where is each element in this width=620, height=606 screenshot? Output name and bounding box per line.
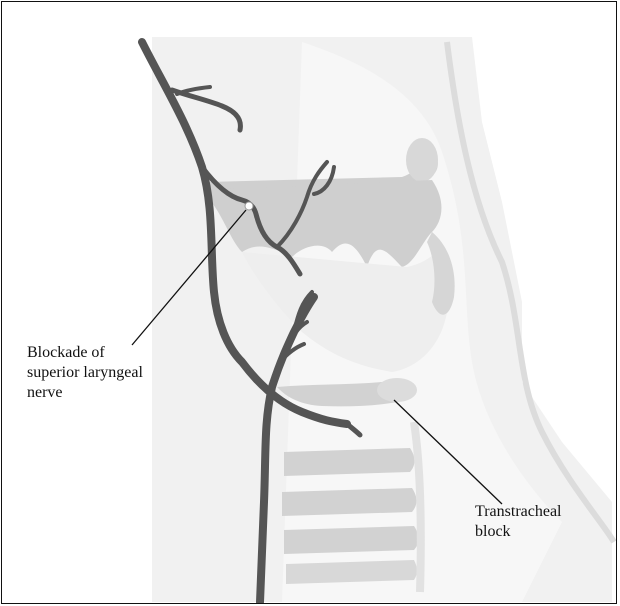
injection-site-marker	[245, 202, 253, 210]
label-superior-laryngeal-nerve-block: Blockade of superior laryngeal nerve	[27, 343, 217, 403]
tracheal-ring	[282, 488, 417, 516]
hyoid-body	[406, 138, 438, 182]
cricothyroid-membrane	[377, 378, 417, 402]
label-transtracheal-block: Transtracheal block	[475, 502, 615, 542]
tracheal-ring	[286, 560, 417, 584]
tracheal-ring	[284, 448, 415, 476]
tracheal-ring	[284, 526, 419, 554]
